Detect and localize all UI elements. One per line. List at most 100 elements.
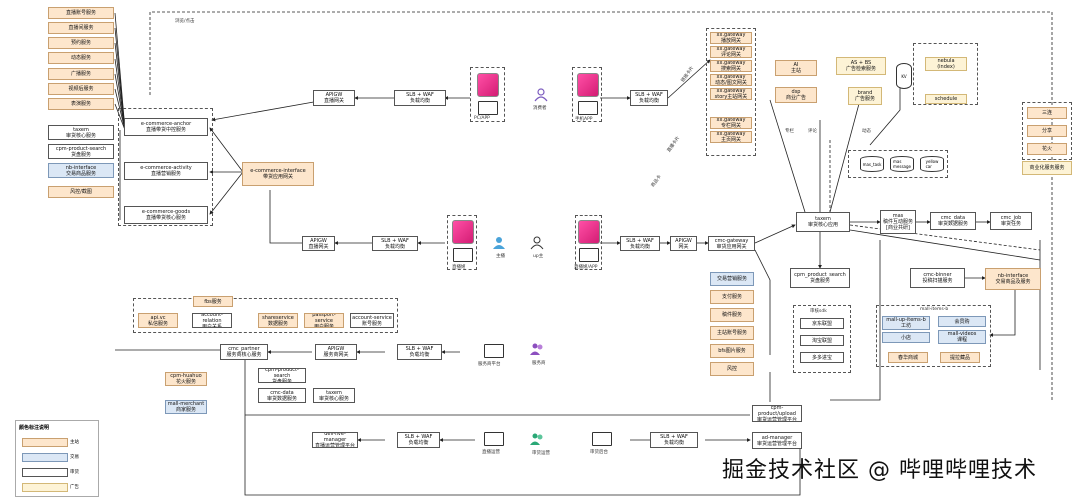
legend-row-2: 审货 bbox=[22, 468, 92, 477]
anchor-user-icon bbox=[493, 237, 505, 249]
mall-bottom-1: 提拉藏品 bbox=[940, 352, 980, 363]
legend-row-0: 主站 bbox=[22, 438, 92, 447]
mall-item-1: 会员购 bbox=[938, 316, 986, 327]
phone-icon bbox=[452, 220, 474, 244]
consumer-label: 消费者 bbox=[533, 106, 547, 111]
service-provider-icon bbox=[530, 343, 543, 355]
phone-icon bbox=[578, 220, 600, 244]
fbs-box: fbs服务 bbox=[193, 296, 233, 307]
right-top-2: 花火 bbox=[1027, 143, 1067, 155]
device-label-pc-top: PC/APP bbox=[474, 116, 490, 121]
monitor-icon bbox=[478, 101, 498, 115]
up-user-icon bbox=[530, 236, 544, 250]
left-service-0: 直播账号服务 bbox=[48, 7, 114, 19]
schedule-box: schedule bbox=[925, 94, 967, 104]
platform-sdk-title: 审核sdk bbox=[810, 309, 827, 314]
side-service-3: 主站账号服务 bbox=[710, 326, 754, 340]
right-top-1: 分享 bbox=[1027, 125, 1067, 137]
side-service-0: 交易营销服务 bbox=[710, 272, 754, 286]
mall-item-2: 小店 bbox=[882, 332, 930, 343]
sdk-item-2: 多多进宝 bbox=[800, 352, 844, 363]
phone-device-group bbox=[572, 67, 602, 122]
sdk-item-1: 淘宝联盟 bbox=[800, 335, 844, 346]
right-top-0: 三连 bbox=[1027, 107, 1067, 119]
monitor-icon bbox=[484, 432, 504, 446]
monitor-icon bbox=[579, 248, 599, 262]
legend-swatch bbox=[22, 468, 68, 477]
left-service-5: 视频后服务 bbox=[48, 83, 114, 95]
anchor-device-group bbox=[447, 215, 477, 270]
side-service-1: 支付服务 bbox=[710, 290, 754, 304]
legend-swatch bbox=[22, 483, 68, 492]
partner-deps-group bbox=[133, 298, 398, 333]
up-label: up主 bbox=[533, 254, 544, 259]
db-group bbox=[848, 150, 948, 178]
legend-text: 审货 bbox=[70, 470, 79, 475]
side-service-4: bfs图片服务 bbox=[710, 344, 754, 358]
nebula-box: nebula(index) bbox=[925, 57, 967, 71]
kv-store: KV bbox=[896, 63, 912, 89]
legend-row-3: 广告 bbox=[22, 483, 92, 492]
legend-row-1: 交易 bbox=[22, 453, 92, 462]
consumer-user-icon bbox=[534, 88, 548, 102]
legend: 颜色标注说明 主站 交易 审货 广告 bbox=[15, 420, 99, 497]
gateways-group bbox=[706, 28, 756, 156]
side-service-2: 稿件服务 bbox=[710, 308, 754, 322]
phone-icon bbox=[477, 73, 499, 97]
risk-left: 风控/截图 bbox=[48, 186, 114, 198]
nebula-group bbox=[913, 43, 978, 105]
edge-label-3: 专栏 bbox=[785, 129, 794, 134]
mall-title: mall-items-b bbox=[920, 307, 949, 312]
legend-swatch bbox=[22, 438, 68, 447]
legend-text: 广告 bbox=[70, 485, 79, 490]
phone-icon bbox=[577, 73, 599, 97]
platform-sdk-group bbox=[793, 305, 851, 373]
left-service-4: 广播服务 bbox=[48, 68, 114, 80]
monitor-icon bbox=[578, 101, 598, 115]
service-provider-label: 服务商 bbox=[532, 361, 546, 366]
anchor-label: 主播 bbox=[496, 254, 505, 259]
edge-label-6: 浏览/点击 bbox=[175, 19, 195, 24]
right-top-group bbox=[1022, 102, 1072, 160]
device-label-phone-mid-left: 直播姬 bbox=[452, 265, 466, 270]
